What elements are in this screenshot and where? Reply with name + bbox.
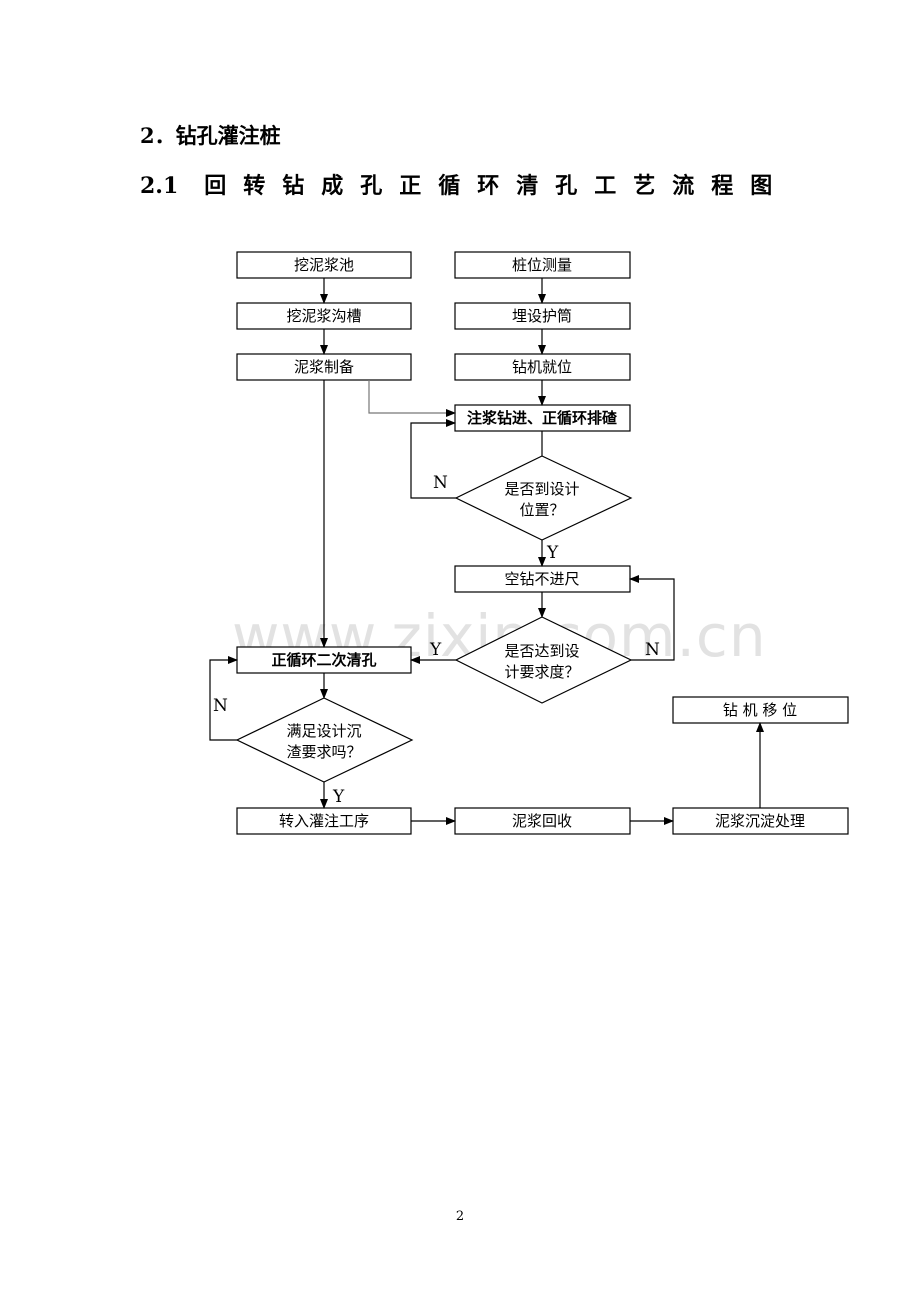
subsection-char: 图 xyxy=(750,173,773,199)
decision-position-line1: 是否到设计 xyxy=(504,480,579,498)
decision-depth-line1: 是否达到设 xyxy=(504,642,579,660)
label-rig-move: 钻 机 移 位 xyxy=(723,701,797,719)
decision-meet-sediment xyxy=(235,697,414,783)
label-bury-casing: 埋设护筒 xyxy=(512,307,572,325)
arrow-prep-to-drill xyxy=(368,380,456,417)
label-to-pouring: 转入灌注工序 xyxy=(279,812,369,830)
subsection-char: 清 xyxy=(516,173,539,199)
subsection-char: 孔 xyxy=(555,173,578,199)
subsection-char: 回 xyxy=(204,173,227,199)
box-rig-move xyxy=(672,696,849,724)
label-idle-drill: 空钻不进尺 xyxy=(504,570,579,588)
subsection-char: 孔 xyxy=(360,173,383,199)
subsection-text: 回转钻成孔正循环清孔工艺流程图 xyxy=(204,173,789,199)
decision-sediment-line1: 满足设计沉 xyxy=(286,722,361,740)
subsection-char: 转 xyxy=(243,173,266,199)
decision-reach-position xyxy=(454,455,633,541)
box-mud-settle xyxy=(672,807,849,835)
label-pile-survey: 桩位测量 xyxy=(512,256,572,274)
box-dig-mud-trench xyxy=(236,302,412,330)
subsection-number: 2.1 xyxy=(140,173,179,199)
label-n-sediment: N xyxy=(213,696,228,716)
arrow-no-loop-position xyxy=(410,419,456,499)
page-number: 2 xyxy=(455,1209,465,1224)
label-dig-mud-trench: 挖泥浆沟槽 xyxy=(286,307,361,325)
subsection-char: 成 xyxy=(321,173,344,199)
label-n-depth: N xyxy=(645,640,660,660)
label-second-clean: 正循环二次清孔 xyxy=(271,651,376,669)
subsection-char: 艺 xyxy=(633,173,656,199)
arrow-no-loop-sediment xyxy=(209,656,238,741)
box-mud-recovery xyxy=(454,807,631,835)
label-y-sediment: Y xyxy=(332,787,345,807)
subsection-char: 正 xyxy=(399,173,422,199)
subsection-char: 程 xyxy=(711,173,734,199)
arrow-no-loop-depth xyxy=(629,575,675,661)
label-y-position: Y xyxy=(546,543,559,563)
decision-depth-line2: 计要求度？ xyxy=(504,663,579,681)
label-mud-prep: 泥浆制备 xyxy=(294,358,354,376)
label-drill-advance: 注浆钻进、正循环排碴 xyxy=(467,409,618,427)
subsection-char: 工 xyxy=(594,173,617,199)
subsection-char: 钻 xyxy=(282,173,305,199)
subsection-char: 环 xyxy=(477,173,500,199)
subsection-char: 循 xyxy=(438,173,461,199)
subsection-char: 流 xyxy=(672,173,695,199)
decision-position-line2: 位置？ xyxy=(519,501,564,519)
decision-reach-depth xyxy=(454,616,633,704)
label-dig-mud-pool: 挖泥浆池 xyxy=(294,256,354,274)
label-mud-recovery: 泥浆回收 xyxy=(512,812,572,830)
label-n-position: N xyxy=(433,473,448,493)
label-rig-position: 钻机就位 xyxy=(512,358,572,376)
section-title: 2．钻孔灌注桩 xyxy=(140,123,281,148)
decision-sediment-line2: 渣要求吗？ xyxy=(286,743,361,761)
box-dig-mud-pool xyxy=(236,251,412,279)
label-mud-settle: 泥浆沉淀处理 xyxy=(715,812,805,830)
label-y-depth: Y xyxy=(429,640,442,660)
box-bury-casing xyxy=(454,302,631,330)
box-pile-survey xyxy=(454,251,631,279)
